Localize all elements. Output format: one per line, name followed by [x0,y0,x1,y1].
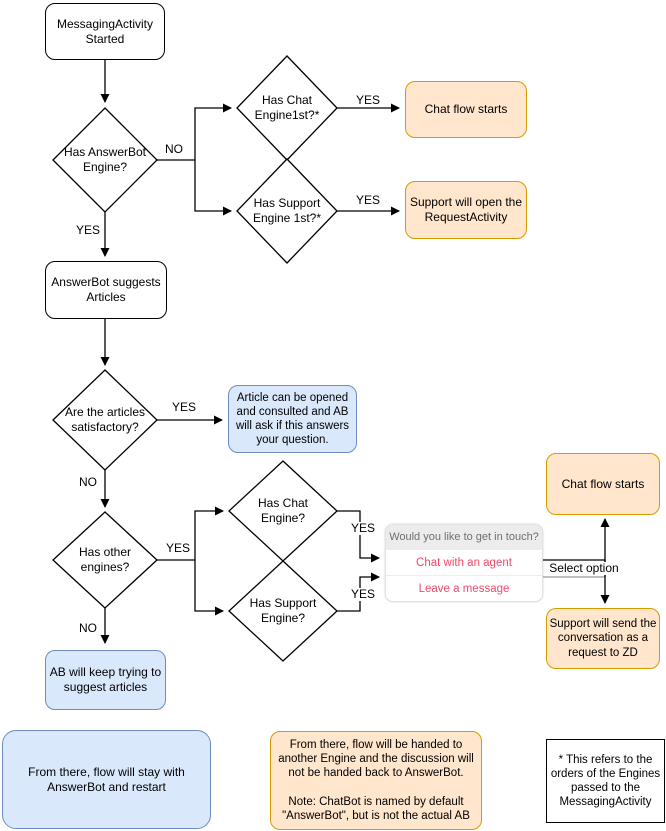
edge-label-select-option: Select option [547,561,621,576]
connector-no-to-support1st [194,160,232,216]
node-chat-flow-starts-right: Chat flow starts [546,453,660,515]
chat-widget-header: Would you like to get in touch? [386,525,542,549]
node-article-opened: Article can be opened and consulted and … [228,385,357,453]
chat-options-widget: Would you like to get in touch? Chat wit… [385,524,543,602]
decision-has-support-shape [228,560,338,662]
node-support-send-request: Support will send the conversation as a … [546,608,660,669]
edge-label-yes-satisfactory: YES [169,400,199,415]
node-stay-with-answerbot: From there, flow will stay with AnswerBo… [2,730,211,829]
node-handed-to-another-engine: From there, flow will be handed to anoth… [270,731,482,830]
connector-no-to-chat1st [194,103,232,160]
decision-has-other-engines-shape [52,511,158,609]
decision-has-answerbot-shape [52,107,158,213]
decision-has-chat-1st-label: Has Chat Engine1st?* [254,93,320,122]
edge-label-yes-support: YES [348,587,378,602]
edge-label-yes-support-1st: YES [353,193,383,208]
decision-has-support-label: Has Support Engine? [249,596,317,625]
node-answerbot-suggests-articles: AnswerBot suggests Articles [45,261,167,319]
node-chat-flow-starts-top: Chat flow starts [405,81,527,138]
connector-yes-to-chat2 [194,506,224,560]
connector-yes-to-support2 [194,560,224,616]
decision-has-chat-label: Has Chat Engine? [257,496,309,525]
node-messaging-activity-started: MessagingActivity Started [45,3,165,60]
decision-articles-satisfactory-label: Are the articles satisfactory? [64,405,146,434]
edge-label-yes-answerbot: YES [73,223,103,238]
leave-a-message-button[interactable]: Leave a message [386,575,542,601]
edge-label-no-satisfactory: NO [77,475,99,490]
decision-has-answerbot-label: Has AnswerBot Engine? [63,145,147,174]
node-ab-keep-trying: AB will keep trying to suggest articles [45,650,166,710]
node-support-open-request-activity: Support will open the RequestActivity [405,181,527,239]
edge-label-yes-chat: YES [348,521,378,536]
decision-has-other-engines-label: Has other engines? [78,545,132,574]
node-footnote: * This refers to the orders of the Engin… [546,739,665,823]
chat-with-agent-button[interactable]: Chat with an agent [386,549,542,575]
decision-articles-satisfactory-shape [52,369,158,471]
edge-label-no-answerbot: NO [163,142,185,157]
decision-has-support-1st-label: Has Support Engine 1st?* [252,196,322,225]
edge-label-yes-other: YES [163,541,193,556]
decision-has-support-1st-shape [236,158,338,264]
edge-label-no-other: NO [77,621,99,636]
edge-label-yes-chat-1st: YES [353,93,383,108]
